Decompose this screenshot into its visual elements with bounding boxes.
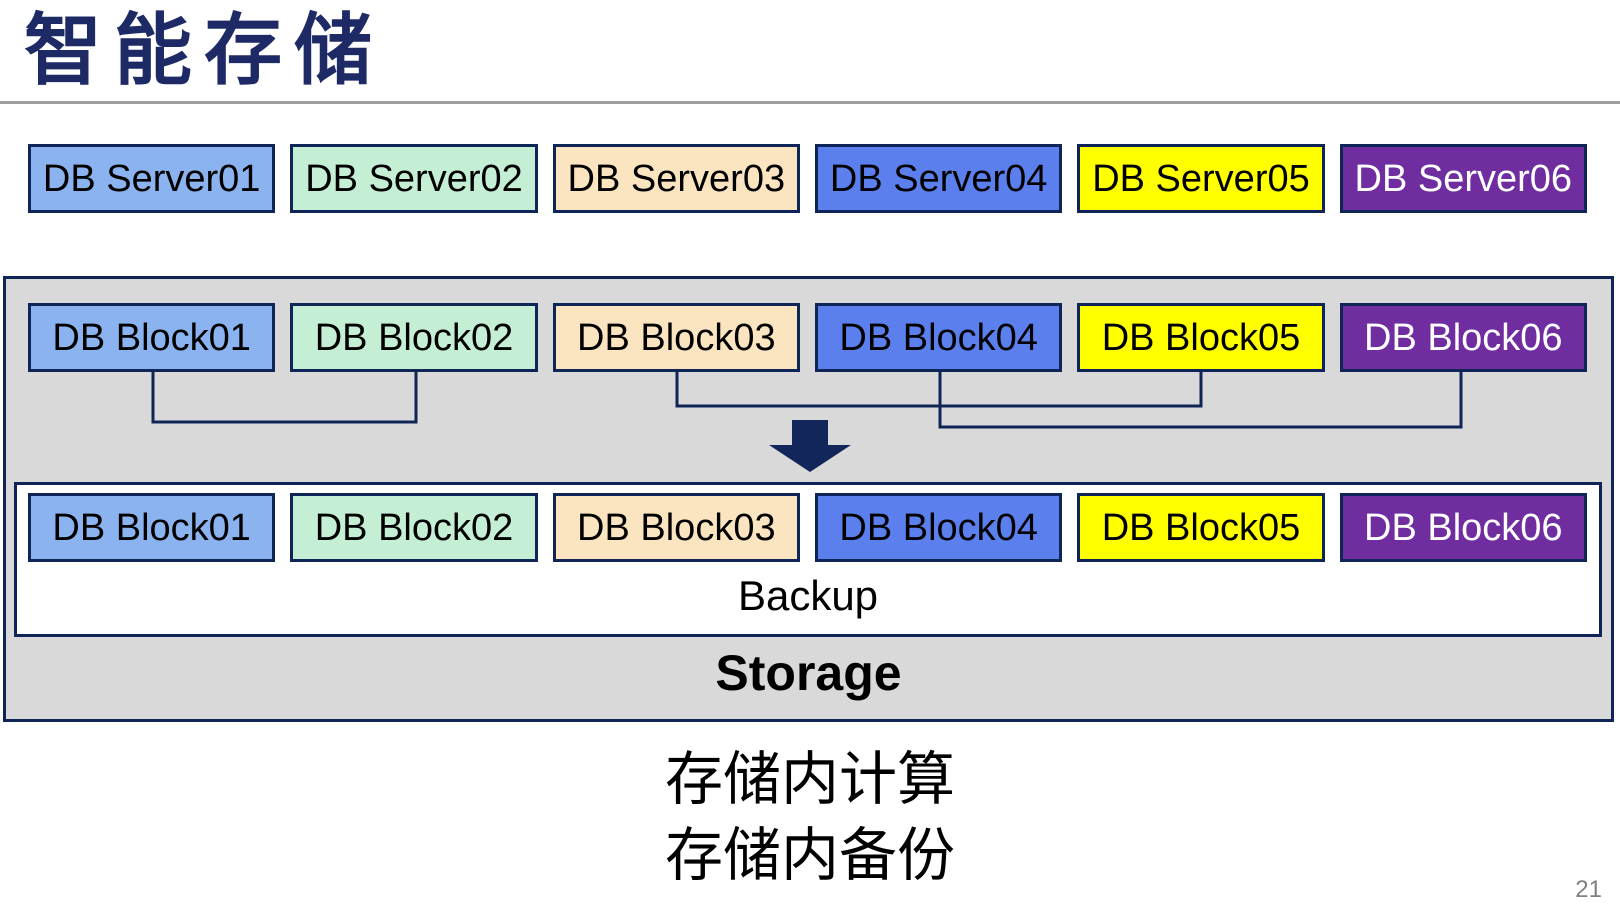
backup-label: Backup <box>737 572 879 619</box>
backup-container <box>14 482 1602 637</box>
db-block04-box: DB Block04 <box>814 303 1063 372</box>
db-server04-box: DB Server04 <box>814 144 1063 213</box>
caption: 存储内计算 存储内备份 <box>0 742 1620 894</box>
db-server06-box: DB Server06 <box>1339 144 1587 213</box>
slide-title: 智能存储 <box>24 6 385 94</box>
page-number: 21 <box>1575 876 1602 903</box>
db-block05-box: DB Block05 <box>1077 303 1325 372</box>
db-server02-box: DB Server02 <box>290 144 538 213</box>
db-block03-box: DB Block03 <box>552 303 800 372</box>
db-server05-box: DB Server05 <box>1077 144 1325 213</box>
title-divider <box>0 101 1620 104</box>
db-block03-box: DB Block03 <box>552 493 800 562</box>
db-block05-box: DB Block05 <box>1077 493 1325 562</box>
db-server03-box: DB Server03 <box>552 144 800 213</box>
db-block01-box: DB Block01 <box>28 493 276 562</box>
caption-line-2: 存储内备份 <box>664 823 955 888</box>
db-server01-box: DB Server01 <box>28 144 276 213</box>
db-block06-box: DB Block06 <box>1339 303 1587 372</box>
db-block02-box: DB Block02 <box>290 493 538 562</box>
caption-line-1: 存储内计算 <box>664 747 955 812</box>
db-block06-box: DB Block06 <box>1339 493 1587 562</box>
db-block04-box: DB Block04 <box>814 493 1063 562</box>
db-block02-box: DB Block02 <box>290 303 538 372</box>
storage-label: Storage <box>715 645 902 701</box>
db-block01-box: DB Block01 <box>28 303 276 372</box>
